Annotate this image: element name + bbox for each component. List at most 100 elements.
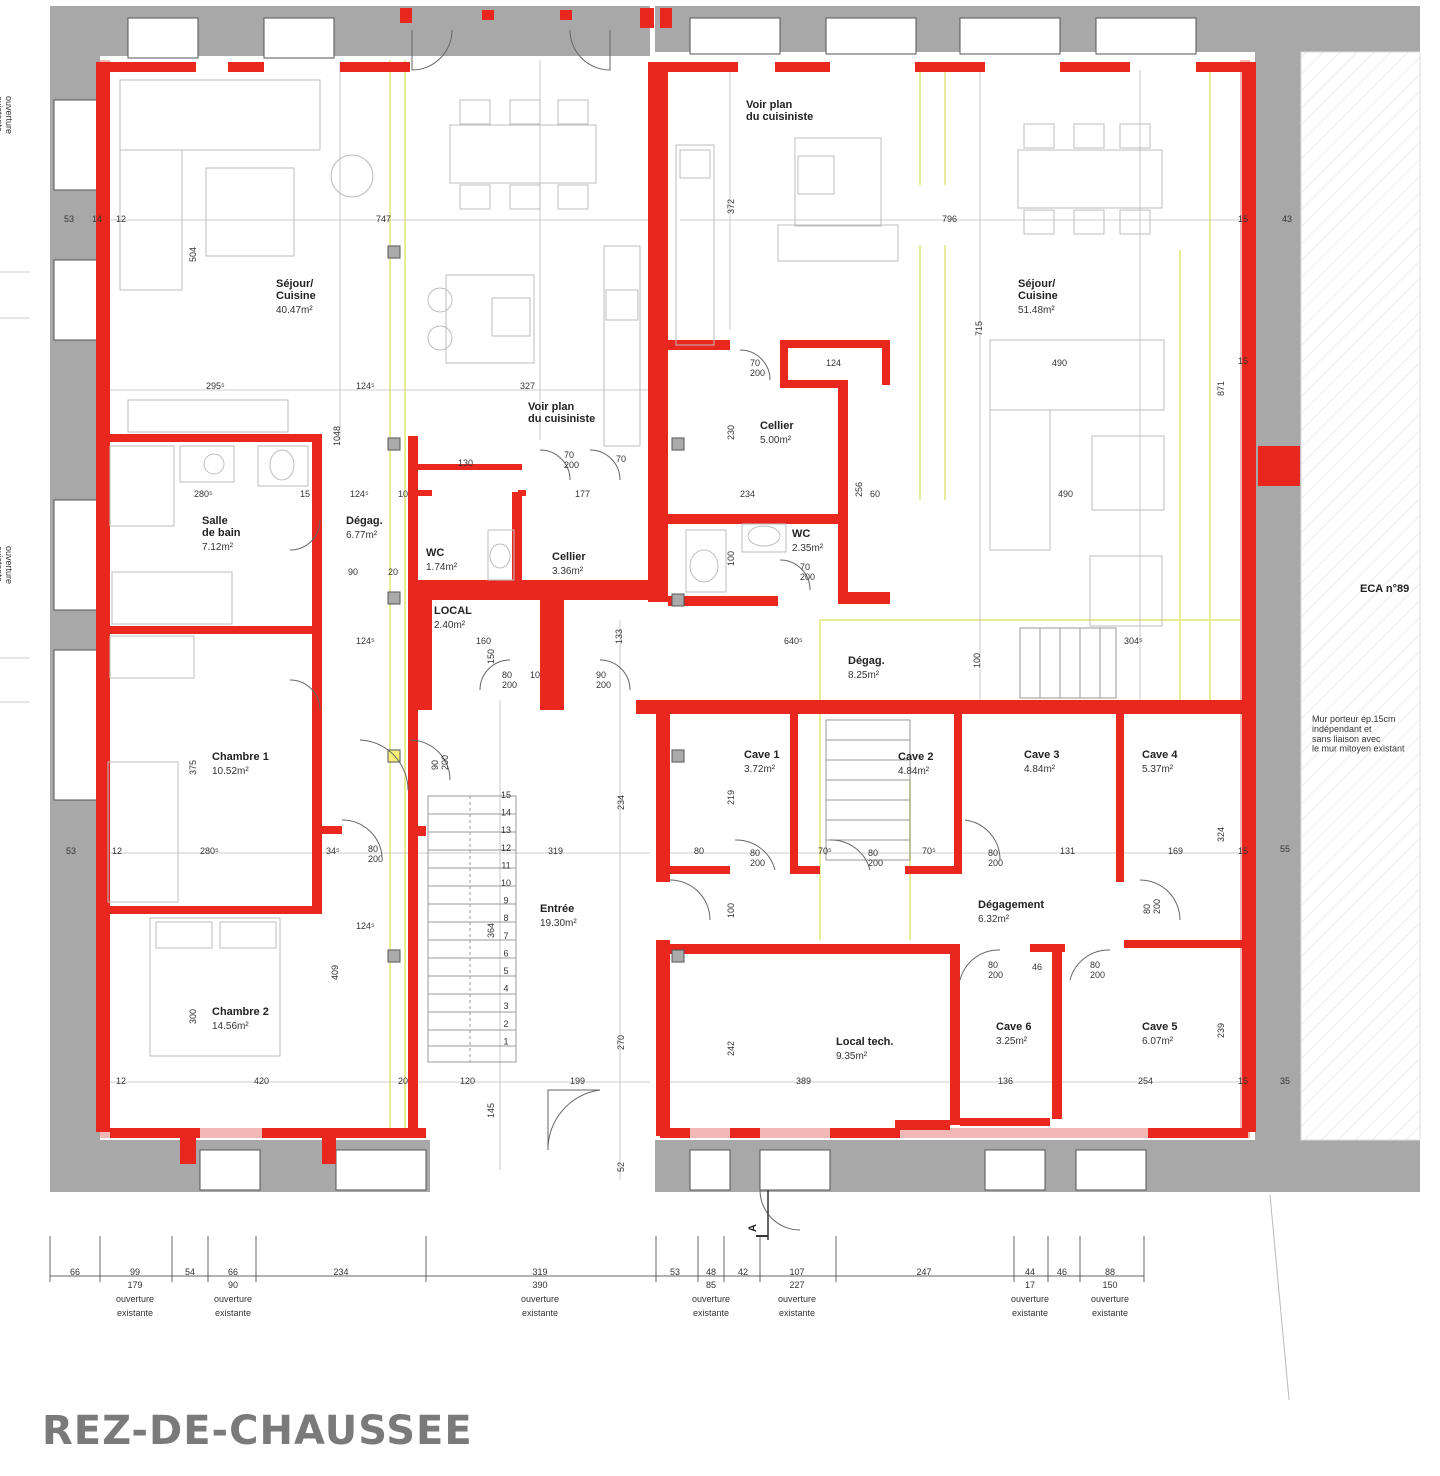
- dimension-label: 319: [548, 846, 563, 856]
- dimension-label: 324: [1216, 827, 1226, 842]
- dimension-label: 12: [116, 1076, 126, 1086]
- dimension-label: 280⁵: [194, 489, 213, 499]
- room-area-local: 2.40m²: [434, 620, 466, 631]
- dimension-label: 53: [66, 846, 76, 856]
- dimension-label: 80200: [1142, 899, 1162, 914]
- grid-lines: [0, 60, 1240, 1180]
- dimension-label: 640⁵: [784, 636, 803, 646]
- room-area-degag-right: 8.25m²: [848, 670, 880, 681]
- room-area-wc-right: 2.35m²: [792, 543, 824, 554]
- dimension-label: 46: [1032, 962, 1042, 972]
- room-area-degagement: 6.32m²: [978, 914, 1010, 925]
- stair-number: 5: [503, 966, 508, 976]
- dimension-label: 219: [726, 790, 736, 805]
- dimension-label: 100: [726, 903, 736, 918]
- room-name-entree: Entrée: [540, 903, 574, 915]
- room-area-cellier-left: 3.36m²: [552, 566, 584, 577]
- dimension-label: 15: [1238, 1076, 1248, 1086]
- note-ouverture-side-2: ouvertureexistante: [0, 546, 14, 584]
- room-area-cave5: 6.07m²: [1142, 1036, 1174, 1047]
- dimension-label: 12: [116, 214, 126, 224]
- room-name-cave5: Cave 5: [1142, 1021, 1177, 1033]
- dimension-label: 169: [1168, 846, 1183, 856]
- dimension-label: 254: [1138, 1076, 1153, 1086]
- bottom-dim-row1: 44: [1025, 1267, 1035, 1277]
- stair-number: 1: [503, 1036, 508, 1046]
- bottom-dim-row1: 107: [789, 1267, 804, 1277]
- room-area-degag-left: 6.77m²: [346, 530, 378, 541]
- dimension-label: 490: [1058, 489, 1073, 499]
- dimension-label: 70⁵: [818, 846, 832, 856]
- dimension-label: 242: [726, 1041, 736, 1056]
- dimension-label: 177: [575, 489, 590, 499]
- dimension-label: 80: [694, 846, 704, 856]
- dimension-label: 420: [254, 1076, 269, 1086]
- dimension-label: 15: [300, 489, 310, 499]
- stair-number: 13: [501, 825, 511, 835]
- room-name-cave3: Cave 3: [1024, 749, 1059, 761]
- bottom-dim-row2: 85: [706, 1280, 716, 1290]
- bottom-dim-row4: existante: [522, 1308, 558, 1318]
- dimension-label: 35: [1280, 1076, 1290, 1086]
- dimension-label: 100: [726, 551, 736, 566]
- dimension-label: 295⁵: [206, 381, 225, 391]
- room-name-local: LOCAL: [434, 605, 472, 617]
- stair-number: 15: [501, 790, 511, 800]
- dimension-label: 52: [616, 1162, 626, 1172]
- dimension-label: 256: [854, 482, 864, 497]
- dimension-label: 15: [1238, 356, 1248, 366]
- stair-number: 14: [501, 808, 511, 818]
- room-name-sejour-left: Séjour/Cuisine: [276, 278, 316, 302]
- bottom-dim-row1: 53: [670, 1267, 680, 1277]
- bottom-dim-row4: existante: [693, 1308, 729, 1318]
- note-eca: ECA n°89: [1360, 583, 1409, 595]
- bottom-dim-row2: 390: [532, 1280, 547, 1290]
- room-name-chambre2: Chambre 2: [212, 1006, 269, 1018]
- room-name-wc-left: WC: [426, 547, 444, 559]
- columns: [387, 245, 685, 963]
- bottom-dim-row2: 150: [1102, 1280, 1117, 1290]
- stair-number: 2: [503, 1019, 508, 1029]
- dimension-label: 715: [974, 321, 984, 336]
- dimension-label: 747: [376, 214, 391, 224]
- page-title: REZ-DE-CHAUSSEE: [42, 1408, 473, 1454]
- bottom-dim-row2: 227: [789, 1280, 804, 1290]
- dimension-label: 199: [570, 1076, 585, 1086]
- dimension-label: 34⁵: [326, 846, 340, 856]
- bottom-dim-row1: 46: [1057, 1267, 1067, 1277]
- bottom-dim-row1: 247: [916, 1267, 931, 1277]
- bottom-dim-row3: ouverture: [214, 1294, 252, 1304]
- dimension-label: 130: [458, 458, 473, 468]
- room-name-cellier-left: Cellier: [552, 551, 586, 563]
- dimension-label: 53: [64, 214, 74, 224]
- room-name-degag-right: Dégag.: [848, 655, 885, 667]
- room-area-local-tech: 9.35m²: [836, 1051, 868, 1062]
- bottom-dim-row1: 48: [706, 1267, 716, 1277]
- dimension-label: 239: [1216, 1023, 1226, 1038]
- dimension-label: 300: [188, 1009, 198, 1024]
- dimension-label: 389: [796, 1076, 811, 1086]
- room-area-cave2: 4.84m²: [898, 766, 930, 777]
- window-openings: [53, 17, 1197, 1191]
- dimension-label: 372: [726, 199, 736, 214]
- dimension-label: 796: [942, 214, 957, 224]
- section-marker: [756, 1190, 769, 1240]
- bottom-dim-row3: ouverture: [1011, 1294, 1049, 1304]
- note-ouverture-side-1: ouvertureexistante: [0, 96, 14, 134]
- bottom-dim-row1: 234: [333, 1267, 348, 1277]
- room-name-cave4: Cave 4: [1142, 749, 1178, 761]
- bottom-dim-row2: 17: [1025, 1280, 1035, 1290]
- bottom-dim-row1: 99: [130, 1267, 140, 1277]
- room-name-degagement: Dégagement: [978, 899, 1044, 911]
